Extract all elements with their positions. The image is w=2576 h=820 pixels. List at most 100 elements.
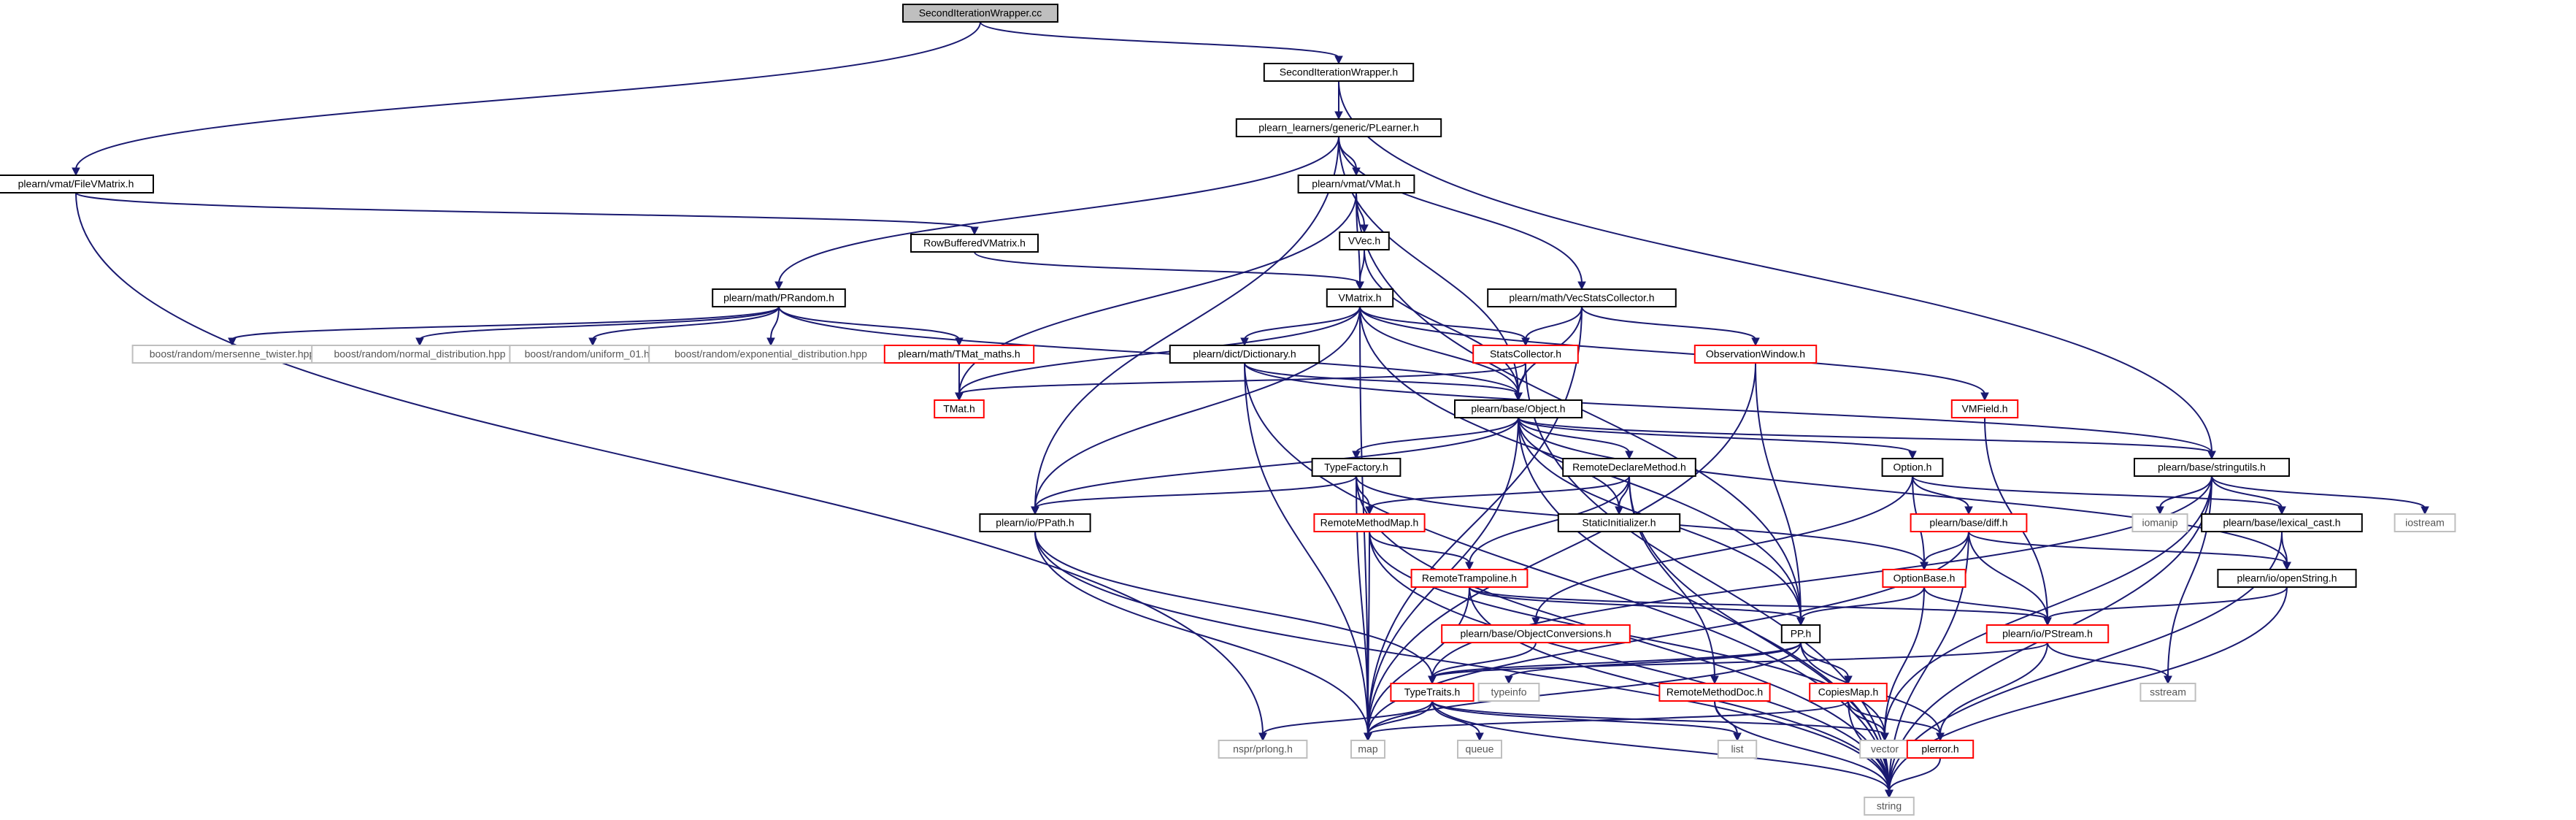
edge-remotedecl-to-string bbox=[1629, 475, 1890, 792]
graph-node-root[interactable]: SecondIterationWrapper.cc bbox=[902, 4, 1058, 23]
node-box bbox=[712, 288, 846, 307]
graph-node-copiesmap[interactable]: CopiesMap.h bbox=[1809, 683, 1888, 702]
edge-arrowhead bbox=[774, 281, 783, 291]
graph-node-pstream[interactable]: plearn/io/PStream.h bbox=[1985, 624, 2110, 643]
edge-openstring-to-pstream bbox=[2047, 586, 2288, 620]
edge-object-to-remotedecl bbox=[1518, 417, 1630, 453]
node-box bbox=[1881, 458, 1944, 477]
graph-node-list[interactable]: list bbox=[1717, 740, 1758, 759]
graph-node-typeinfo[interactable]: typeinfo bbox=[1477, 683, 1540, 702]
graph-node-object[interactable]: plearn/base/Object.h bbox=[1454, 399, 1583, 418]
graph-node-filevmatrix[interactable]: plearn/vmat/FileVMatrix.h bbox=[0, 175, 154, 193]
node-box bbox=[883, 345, 1035, 364]
graph-node-string[interactable]: string bbox=[1864, 797, 1915, 816]
graph-node-typetraits[interactable]: TypeTraits.h bbox=[1390, 683, 1475, 702]
node-label: plearn/io/PPath.h bbox=[996, 517, 1074, 529]
edge-optionbase-to-pstream bbox=[1923, 586, 2048, 620]
graph-node-queue[interactable]: queue bbox=[1457, 740, 1502, 759]
node-box bbox=[1326, 288, 1394, 307]
graph-node-vvec[interactable]: VVec.h bbox=[1339, 231, 1390, 250]
graph-node-remotedecl[interactable]: RemoteDeclareMethod.h bbox=[1562, 458, 1696, 477]
node-label: string bbox=[1877, 800, 1902, 812]
edge-stringutils-to-sstream bbox=[2167, 475, 2212, 678]
graph-node-remotetramp[interactable]: RemoteTrampoline.h bbox=[1410, 569, 1529, 588]
graph-node-optionbase[interactable]: OptionBase.h bbox=[1882, 569, 1966, 588]
edge-vecstats-to-statscoll bbox=[1525, 306, 1583, 340]
graph-node-pph[interactable]: PP.h bbox=[1780, 624, 1821, 643]
graph-node-plearner[interactable]: plearn_learners/generic/PLearner.h bbox=[1235, 118, 1442, 137]
edge-typefactory-to-ppath bbox=[1034, 475, 1357, 509]
graph-node-remotemethoddoc[interactable]: RemoteMethodDoc.h bbox=[1658, 683, 1771, 702]
graph-node-sstream[interactable]: sstream bbox=[2139, 683, 2196, 702]
graph-node-statscoll[interactable]: StatsCollector.h bbox=[1472, 345, 1579, 364]
graph-node-normal[interactable]: boost/random/normal_distribution.hpp bbox=[311, 345, 528, 364]
edge-vmatrix-to-dictionary bbox=[1244, 306, 1361, 340]
graph-node-nsprlong[interactable]: nspr/prlong.h bbox=[1218, 740, 1308, 759]
graph-node-diffh[interactable]: plearn/base/diff.h bbox=[1910, 513, 2028, 532]
edge-typetraits-to-nsprlong bbox=[1262, 700, 1433, 735]
edge-stringutils-to-vector bbox=[1884, 475, 2212, 735]
edge-vmatrix-to-vmfield bbox=[1359, 306, 1985, 395]
graph-node-remotemethodmap[interactable]: RemoteMethodMap.h bbox=[1313, 513, 1426, 532]
graph-node-dictionary[interactable]: plearn/dict/Dictionary.h bbox=[1169, 345, 1320, 364]
edge-vmatrix-to-ppath bbox=[1034, 306, 1361, 509]
graph-node-iostream[interactable]: iostream bbox=[2394, 513, 2456, 532]
edge-arrowhead bbox=[1334, 55, 1343, 65]
edge-vmatrix-to-statscoll bbox=[1359, 306, 1526, 340]
edge-pstream-to-plerror bbox=[1939, 642, 2048, 735]
edge-arrowhead bbox=[1796, 617, 1805, 627]
edge-rowbuffered-to-vmatrix bbox=[974, 251, 1361, 284]
graph-node-openstring[interactable]: plearn/io/openString.h bbox=[2217, 569, 2357, 588]
edge-arrowhead bbox=[955, 392, 964, 402]
graph-node-tmat[interactable]: TMat.h bbox=[934, 399, 985, 418]
edge-arrowhead bbox=[1733, 732, 1742, 742]
graph-node-tmatmaths[interactable]: plearn/math/TMat_maths.h bbox=[883, 345, 1035, 364]
node-box bbox=[1780, 624, 1821, 643]
edge-optionbase-to-pph bbox=[1800, 586, 1925, 620]
node-label: plearn/math/VecStatsCollector.h bbox=[1509, 292, 1654, 304]
edges-layer bbox=[72, 21, 2429, 799]
node-label: TMat.h bbox=[943, 403, 975, 415]
node-box bbox=[1487, 288, 1677, 307]
edge-copiesmap-to-vector bbox=[1848, 700, 1885, 735]
graph-node-rowbuffered[interactable]: RowBufferedVMatrix.h bbox=[910, 234, 1039, 253]
node-label: StatsCollector.h bbox=[1490, 348, 1561, 360]
node-box bbox=[2131, 513, 2188, 532]
graph-node-siw_h[interactable]: SecondIterationWrapper.h bbox=[1263, 63, 1415, 82]
node-box bbox=[934, 399, 985, 418]
edge-filevmatrix-to-rowbuffered bbox=[75, 192, 975, 229]
graph-node-plerror[interactable]: plerror.h bbox=[1906, 740, 1975, 759]
node-label: VVec.h bbox=[1348, 235, 1380, 247]
edge-arrowhead bbox=[228, 337, 237, 347]
graph-node-obswin[interactable]: ObservationWindow.h bbox=[1693, 345, 1818, 364]
graph-node-vmat[interactable]: plearn/vmat/VMat.h bbox=[1297, 175, 1415, 193]
graph-node-mersenne[interactable]: boost/random/mersenne_twister.hpp bbox=[131, 345, 333, 364]
edge-arrowhead bbox=[1710, 675, 1719, 685]
edge-stringutils-to-lexicalcast bbox=[2211, 475, 2283, 509]
node-label: plearn/base/lexical_cast.h bbox=[2223, 517, 2340, 529]
graph-node-iomanip[interactable]: iomanip bbox=[2131, 513, 2188, 532]
graph-node-prandom[interactable]: plearn/math/PRandom.h bbox=[712, 288, 846, 307]
node-box bbox=[902, 4, 1058, 23]
graph-node-expdist[interactable]: boost/random/exponential_distribution.hp… bbox=[648, 345, 893, 364]
graph-node-option[interactable]: Option.h bbox=[1881, 458, 1944, 477]
graph-node-map[interactable]: map bbox=[1350, 740, 1385, 759]
graph-node-uniform[interactable]: boost/random/uniform_01.hpp bbox=[509, 345, 677, 364]
graph-node-staticinit[interactable]: StaticInitializer.h bbox=[1557, 513, 1681, 532]
node-box bbox=[1658, 683, 1771, 702]
node-label: RemoteDeclareMethod.h bbox=[1572, 461, 1686, 473]
edge-obswin-to-pph bbox=[1755, 362, 1802, 620]
graph-node-vector[interactable]: vector bbox=[1859, 740, 1910, 759]
node-box bbox=[1454, 399, 1583, 418]
graph-node-stringutils[interactable]: plearn/base/stringutils.h bbox=[2134, 458, 2290, 477]
edge-plearner-to-ppath bbox=[1034, 136, 1339, 509]
graph-node-vecstats[interactable]: plearn/math/VecStatsCollector.h bbox=[1487, 288, 1677, 307]
node-label: plearn/vmat/FileVMatrix.h bbox=[18, 178, 134, 190]
graph-node-vmatrix[interactable]: VMatrix.h bbox=[1326, 288, 1394, 307]
node-label: list bbox=[1731, 743, 1743, 755]
graph-node-objconv[interactable]: plearn/base/ObjectConversions.h bbox=[1441, 624, 1631, 643]
graph-node-lexicalcast[interactable]: plearn/base/lexical_cast.h bbox=[2201, 513, 2363, 532]
graph-node-vmfield[interactable]: VMField.h bbox=[1950, 399, 2019, 418]
graph-node-typefactory[interactable]: TypeFactory.h bbox=[1311, 458, 1402, 477]
graph-node-ppath[interactable]: plearn/io/PPath.h bbox=[979, 513, 1091, 532]
